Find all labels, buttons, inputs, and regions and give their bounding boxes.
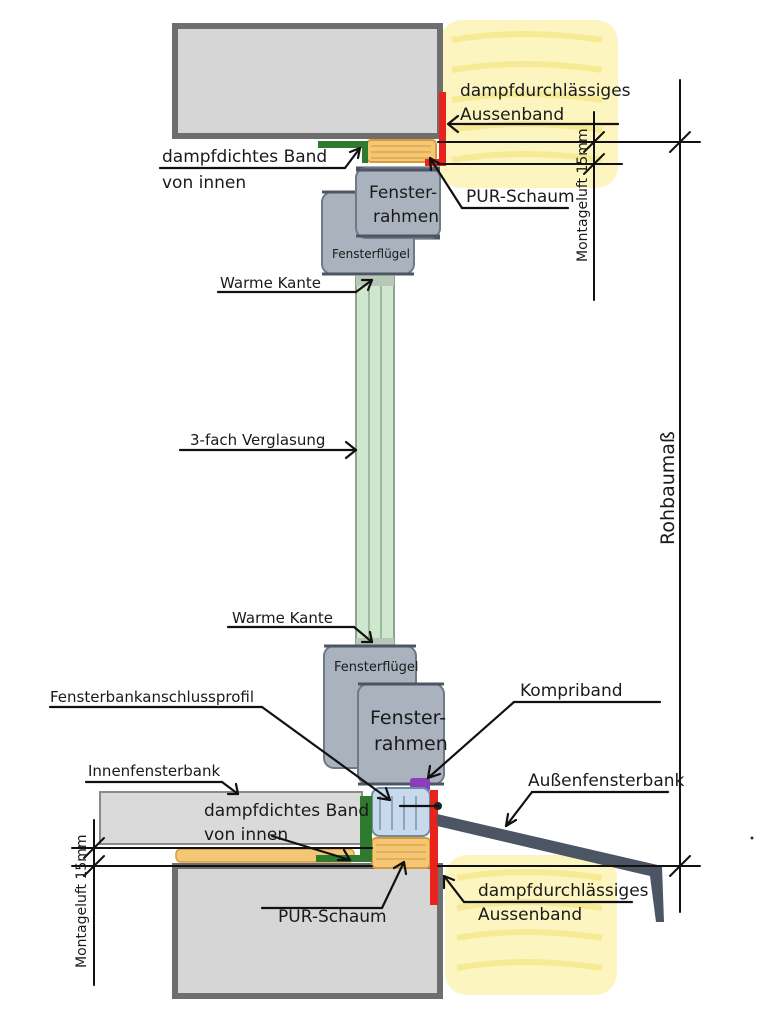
label-sill-profile: Fensterbankanschlussprofil — [50, 688, 254, 706]
label-outer-sill: Außenfensterbank — [528, 771, 685, 791]
parapet-wall — [172, 863, 443, 999]
svg-text:dampfdurchlässiges: dampfdurchlässiges — [478, 881, 649, 901]
label-frame-top: Fenster- rahmen — [369, 183, 439, 227]
svg-text:rahmen: rahmen — [374, 733, 448, 755]
outer-window-sill — [437, 814, 664, 922]
label-sash-bottom: Fensterflügel — [334, 660, 419, 675]
svg-text:dampfdichtes Band: dampfdichtes Band — [162, 147, 327, 167]
label-pur-bottom: PUR-Schaum — [278, 907, 387, 927]
svg-text:von innen: von innen — [204, 825, 288, 845]
label-gap-top: Montageluft 15mm — [575, 128, 591, 262]
speck — [750, 836, 754, 840]
label-warm-edge-bottom: Warme Kante — [232, 609, 333, 627]
dimension-rough-opening — [437, 79, 701, 913]
vapor-tight-band-top — [318, 141, 368, 163]
dimension-gap-bottom — [71, 819, 373, 986]
label-compriband: Kompriband — [520, 681, 623, 701]
vapor-tight-band-bottom — [316, 796, 372, 862]
svg-text:Aussenband: Aussenband — [478, 905, 582, 925]
label-gap-bottom: Montageluft 15mm — [74, 834, 90, 968]
lintel-wall — [172, 23, 443, 139]
label-warm-edge-top: Warme Kante — [220, 274, 321, 292]
svg-text:dampfdurchlässiges: dampfdurchlässiges — [460, 81, 631, 101]
label-outer-band-bottom: dampfdurchlässiges Aussenband — [478, 881, 649, 925]
label-glazing: 3-fach Verglasung — [190, 431, 325, 449]
label-pur-top: PUR-Schaum — [466, 187, 575, 207]
svg-text:dampfdichtes Band: dampfdichtes Band — [204, 801, 369, 821]
sill-connection-profile — [371, 787, 431, 837]
label-inner-band-bottom: dampfdichtes Band von innen — [204, 801, 369, 845]
svg-text:Fenster-: Fenster- — [370, 707, 446, 729]
window-frame-bottom — [357, 682, 445, 786]
svg-text:Fenster-: Fenster- — [369, 183, 437, 203]
vapor-open-band-bottom — [430, 790, 438, 905]
insulation-bottom — [445, 855, 617, 995]
label-inner-sill: Innenfensterbank — [88, 762, 221, 780]
vapor-open-band-top — [425, 92, 446, 166]
svg-text:von innen: von innen — [162, 173, 246, 193]
label-rough-opening: Rohbaumaß — [657, 431, 679, 545]
label-outer-band-top: dampfdurchlässiges Aussenband — [460, 81, 631, 125]
label-frame-bottom: Fenster- rahmen — [370, 707, 448, 755]
label-sash-top: Fensterflügel — [332, 247, 410, 261]
dimension-gap-top — [437, 111, 623, 301]
label-inner-band-top: dampfdichtes Band von innen — [162, 147, 327, 193]
insulation-top — [440, 20, 618, 188]
svg-text:rahmen: rahmen — [373, 207, 439, 227]
svg-text:Aussenband: Aussenband — [460, 105, 564, 125]
triple-glazing — [355, 275, 395, 649]
